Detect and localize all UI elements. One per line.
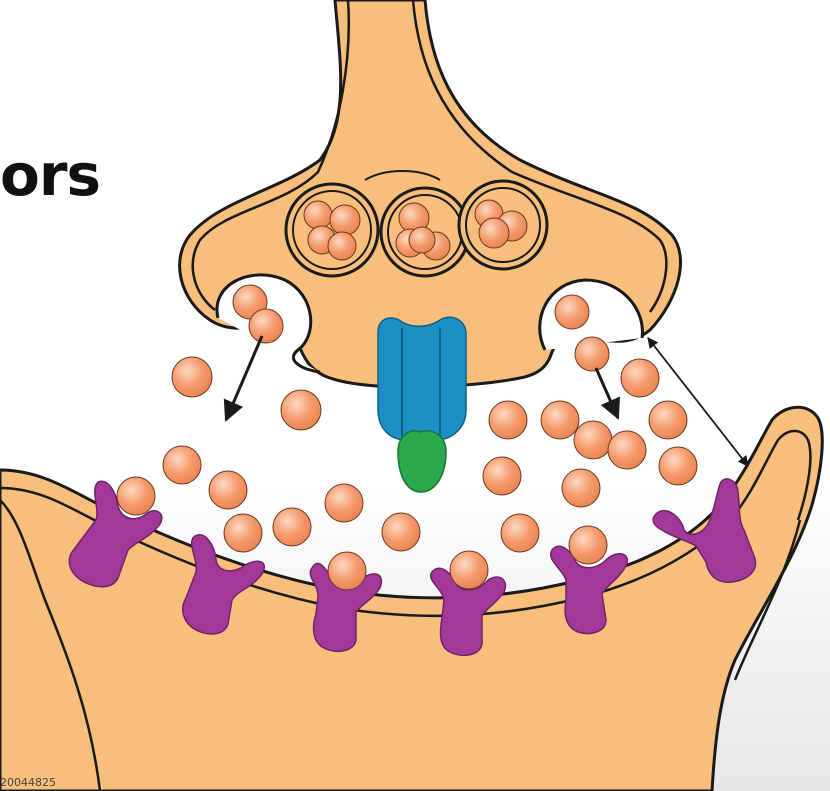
neurotransmitter-molecule [649, 401, 687, 439]
neurotransmitter-molecule [273, 508, 311, 546]
vesicle-left [286, 184, 378, 276]
neurotransmitter-molecule [382, 513, 420, 551]
neurotransmitter-molecule [328, 552, 366, 590]
neurotransmitter-molecule [450, 551, 488, 589]
arrow-icon [596, 368, 618, 418]
corner-id-label: 20044825 [0, 776, 56, 790]
neurotransmitter-molecule [608, 431, 646, 469]
neurotransmitter-molecule [555, 295, 589, 329]
neurotransmitter-molecule [569, 526, 607, 564]
neurotransmitter-molecule [209, 471, 247, 509]
neurotransmitter-molecule [163, 446, 201, 484]
neurotransmitter-molecule [483, 457, 521, 495]
vesicle-right [459, 181, 547, 269]
vesicle-middle [381, 188, 469, 276]
arrow-icon [226, 336, 262, 420]
neurotransmitter-molecule [489, 401, 527, 439]
transporter-cap [398, 431, 446, 492]
neurotransmitter-molecule [575, 337, 609, 371]
neurotransmitter-molecule [224, 514, 262, 552]
neurotransmitter-molecule [325, 484, 363, 522]
neurotransmitter-molecule [621, 359, 659, 397]
neurotransmitter-molecule [574, 421, 612, 459]
neurotransmitter-molecule [249, 309, 283, 343]
neurotransmitter-molecule [172, 357, 212, 397]
neurotransmitter-molecule [562, 469, 600, 507]
neurotransmitter-molecule [117, 477, 155, 515]
reuptake-transporter [378, 317, 466, 492]
neurotransmitter-molecule [541, 401, 579, 439]
neurotransmitter-molecule [659, 447, 697, 485]
transporter-protein [378, 317, 466, 440]
neurotransmitter-molecule [501, 514, 539, 552]
neurotransmitter-molecule [281, 390, 321, 430]
